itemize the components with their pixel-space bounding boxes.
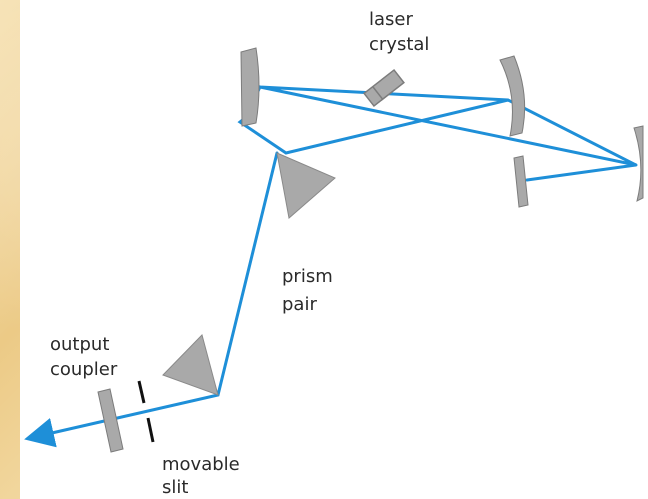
left-curved-mirror: [240, 47, 260, 127]
laser-beam: [24, 85, 638, 448]
beam-prism-path: [24, 151, 279, 448]
label-movable: movable: [162, 454, 240, 475]
label-prism: prism: [282, 266, 333, 287]
output-coupler-mirror: [97, 388, 124, 453]
label-coupler: coupler: [50, 359, 118, 380]
beam-short-arm: [525, 163, 638, 182]
right-curved-mirror: [499, 55, 526, 137]
beam-main-path: [237, 85, 637, 167]
end-curved-mirror: [633, 125, 644, 202]
label-slit: slit: [162, 477, 188, 498]
flat-end-mirror: [513, 155, 529, 208]
movable-slit: [137, 380, 155, 443]
laser-crystal: [363, 68, 405, 108]
label-output: output: [50, 334, 109, 355]
label-pair: pair: [282, 294, 317, 315]
lower-prism: [162, 334, 219, 396]
label-crystal: crystal: [369, 34, 429, 55]
upper-prism: [276, 152, 336, 219]
label-laser: laser: [369, 9, 413, 30]
